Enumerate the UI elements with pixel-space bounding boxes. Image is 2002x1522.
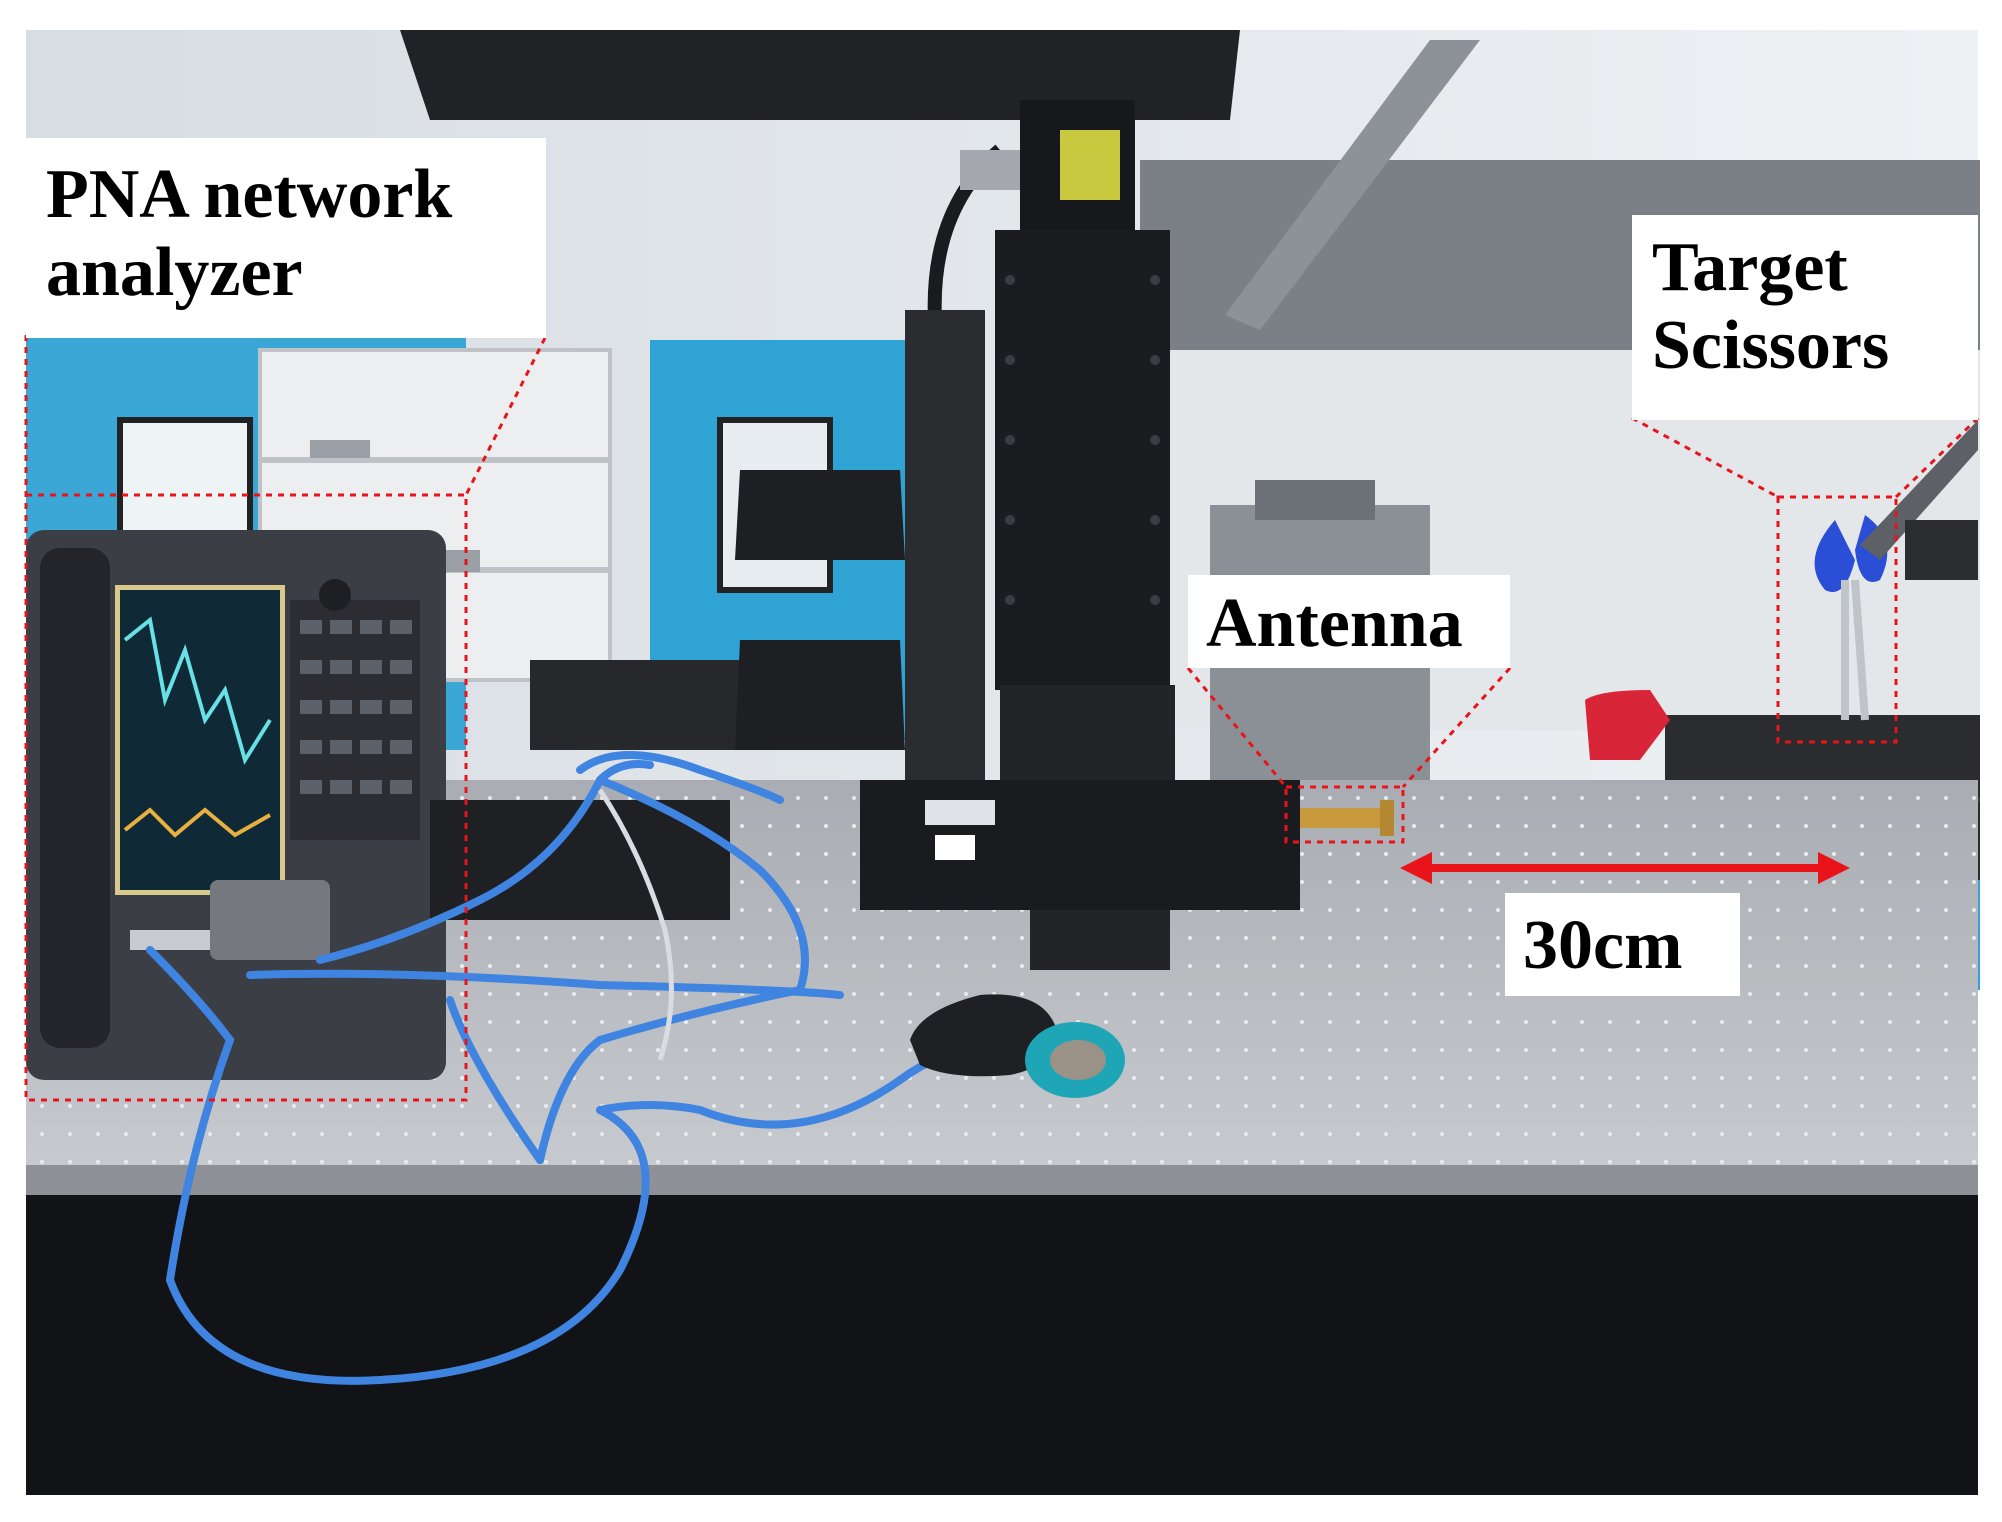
distance-arrow	[1400, 852, 1850, 884]
pna-label-line1: PNA network	[46, 156, 453, 233]
target-label-line2: Scissors	[1652, 307, 1890, 385]
black-case-mid	[530, 660, 760, 750]
table-front-edge	[26, 1165, 1978, 1195]
target-scissors-label: Target Scissors	[1632, 215, 1978, 420]
antenna-callout-line-left	[1186, 667, 1288, 788]
arrow-head-left	[1400, 852, 1432, 884]
target-callout-line-left	[1631, 416, 1779, 499]
target-highlight-box	[1776, 495, 1898, 744]
blue-cables	[146, 751, 1004, 1385]
black-boxes-left-of-tower	[735, 470, 905, 560]
antenna-label: Antenna	[1188, 575, 1510, 668]
red-cushion	[1585, 690, 1670, 760]
target-label-line1: Target	[1652, 229, 1848, 306]
linear-stage-tower	[860, 100, 1300, 970]
network-analyzer-device	[26, 530, 446, 1080]
computer-mouse	[910, 994, 1056, 1077]
robot-arm	[1860, 420, 1978, 560]
antenna-horn	[1300, 808, 1390, 828]
pna-highlight-box	[24, 493, 468, 1102]
light-panel	[1225, 40, 1480, 330]
annotation-boxes	[24, 335, 1980, 1102]
antenna-callout-line-right	[1401, 666, 1512, 789]
pna-analyzer-label: PNA network analyzer	[26, 138, 546, 338]
arrow-head-right	[1818, 852, 1850, 884]
pna-label-line2: analyzer	[46, 234, 303, 312]
floor	[26, 1195, 1978, 1495]
photo-content	[26, 30, 1980, 1495]
antenna-label-text: Antenna	[1206, 585, 1463, 662]
monitor-behind-tower	[905, 310, 985, 780]
distance-label-text: 30cm	[1523, 907, 1683, 984]
white-cable	[597, 788, 674, 1061]
distance-label: 30cm	[1505, 893, 1740, 996]
antenna-highlight-box	[1284, 785, 1405, 844]
ceiling-plate	[400, 30, 1240, 120]
